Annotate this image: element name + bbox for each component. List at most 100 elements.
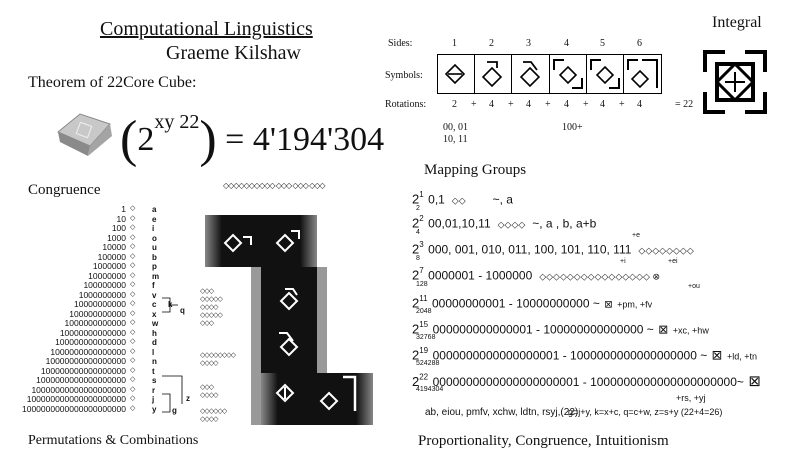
rotation-value: 4 (564, 99, 569, 110)
letter: n (152, 357, 157, 366)
side-number: 1 (452, 38, 457, 49)
permutations-heading: Permutations & Combinations (28, 433, 199, 448)
combination-glyphs: ◇◇◇◇◇◇◇◇◇◇◇◇◇◇◇◇◇◇◇◇◇◇◇◇◇◇◇◇◇◇◇◇◇◇◇◇◇◇◇◇… (200, 288, 236, 423)
letter: j (152, 395, 155, 404)
rotation-plus: + (471, 99, 477, 110)
rotation-value: 4 (600, 99, 605, 110)
mark-ei: +ei (668, 258, 678, 265)
binary-value: 10000000000000000 (45, 356, 126, 366)
mapping-groups-heading: Mapping Groups (424, 162, 527, 178)
mapping-row-7: 219 0000000000000000001 - 10000000000000… (412, 346, 758, 363)
mapping-row-1: 21 0,1 ◇◇ ~, a (412, 190, 513, 207)
mapping-footer-right: g=j+y, k=x+c, q=c+w, z=s+y (22+4=26) (568, 407, 723, 417)
letter: p (152, 262, 157, 271)
letter: v (152, 290, 157, 300)
binary-value: 10000000000000000000 (31, 384, 126, 395)
integral-label: Integral (712, 14, 762, 31)
rotation-value: 4 (637, 99, 642, 110)
mark-i: +i (620, 258, 626, 265)
binary-value: 100000000000 (69, 308, 126, 319)
binary-value: 1000000000 (78, 289, 126, 300)
side-number: 3 (526, 38, 531, 49)
symbol-4-icon (553, 59, 583, 89)
rotation-note: 10, 11 (443, 134, 468, 145)
binary-value: 1000000000000 (64, 318, 126, 328)
side-number: 5 (600, 38, 605, 49)
binary-value: 10 (116, 213, 126, 224)
binary-value: 10000 (102, 242, 126, 252)
letter: s (152, 376, 157, 385)
rotation-note: 00, 01 (443, 122, 468, 133)
mapping-count: 2048 (416, 308, 432, 315)
mapping-count: 4 (416, 229, 420, 236)
rotation-plus: + (508, 99, 514, 110)
letter: r (152, 385, 156, 395)
binary-value: 100000000000000000 (40, 365, 126, 376)
letter-mark-k: k (168, 300, 173, 309)
rotation-value: 2 (452, 99, 457, 110)
letter: m (152, 271, 160, 281)
binary-value: 100000 (97, 251, 126, 262)
letter: b (152, 252, 157, 262)
mapping-row-5: 211 00000000001 - 10000000000 ~ ⊠ +pm, +… (412, 294, 653, 311)
letter-column: a e i o u b p m f v c x w h d l n t s r … (152, 205, 164, 420)
mapping-row-6: 215 000000000000001 - 100000000000000 ~ … (412, 320, 709, 337)
binary-value: 10000000000 (73, 299, 126, 309)
congruence-glyph-strip: ◇◇◇◇◇◇◇◇◇◇ ◇◇◇ ◇◇◇ ◇◇◇ (223, 181, 326, 190)
side-number: 6 (637, 38, 642, 49)
symbol-6-icon (627, 59, 658, 89)
page-title: Computational Linguistics (100, 18, 313, 40)
sides-label: Sides: (388, 38, 413, 49)
letter: o (152, 233, 157, 243)
diamond-column: ◇◇◇◇◇◇◇◇◇◇◇◇◇◇◇◇◇◇◇◇◇◇ (130, 205, 136, 412)
congruence-heading: Congruence (28, 182, 101, 198)
mark-e: +e (632, 232, 640, 239)
letter: h (152, 328, 157, 338)
binary-value: 1000000000000000 (50, 346, 126, 357)
binary-value: 100 (111, 223, 126, 233)
mapping-row-8: 222 0000000000000000000001 - 10000000000… (412, 372, 761, 390)
letter: i (152, 224, 155, 233)
letter: e (152, 214, 157, 224)
binary-value: 1000000 (92, 261, 126, 271)
rotation-value: 4 (489, 99, 494, 110)
symbol-1-icon (444, 63, 466, 85)
binary-value: 1000 (107, 232, 126, 243)
rotations-label: Rotations: (385, 99, 427, 110)
rotation-note: 100+ (562, 122, 583, 133)
rotation-plus: + (545, 99, 551, 110)
letter: f (152, 281, 155, 290)
letter: a (152, 205, 157, 214)
proportionality-heading: Proportionality, Congruence, Intuitionis… (418, 433, 669, 449)
letter: c (152, 300, 157, 309)
binary-value: 10000000000000 (59, 327, 126, 338)
letter-mark-g: g (172, 406, 177, 415)
binary-value: 10000000 (88, 270, 126, 281)
mapping-count: 2 (416, 205, 420, 212)
mapping-row-3: 23 000, 001, 010, 011, 100, 101, 110, 11… (412, 240, 694, 257)
mapping-count: 4194304 (416, 386, 444, 393)
mapping-row-2: 22 00,01,10,11 ◇◇◇◇ ~, a , b, a+b (412, 214, 597, 231)
diamond-glyphs: ◇◇ (449, 195, 489, 206)
binary-value: 1 (121, 204, 126, 214)
binary-value: 1000000000000000000000 (21, 403, 126, 414)
theorem-label: Theorem of 22Core Cube: (28, 74, 197, 91)
side-number: 2 (489, 38, 494, 49)
core-cube-image (57, 113, 112, 156)
letter-mark-q: q (180, 306, 185, 315)
symbols-label: Symbols: (385, 70, 423, 81)
mark-ou: +ou (688, 283, 700, 290)
letter: x (152, 309, 157, 319)
symbol-2-icon (481, 61, 503, 88)
author-name: Graeme Kilshaw (166, 42, 301, 64)
letter-bracket-lines (162, 297, 183, 413)
core-cube-formula: (2xy 22) = 4'194'304 (120, 111, 385, 168)
mapping-count: 8 (416, 255, 420, 262)
binary-value: 100000000 (83, 280, 126, 290)
letter: t (152, 366, 155, 376)
rotation-total: = 22 (675, 99, 694, 110)
integral-symbol-icon (703, 50, 767, 114)
mapping-count: 524288 (416, 360, 440, 367)
letter: y (152, 404, 157, 414)
letter: u (152, 243, 157, 252)
